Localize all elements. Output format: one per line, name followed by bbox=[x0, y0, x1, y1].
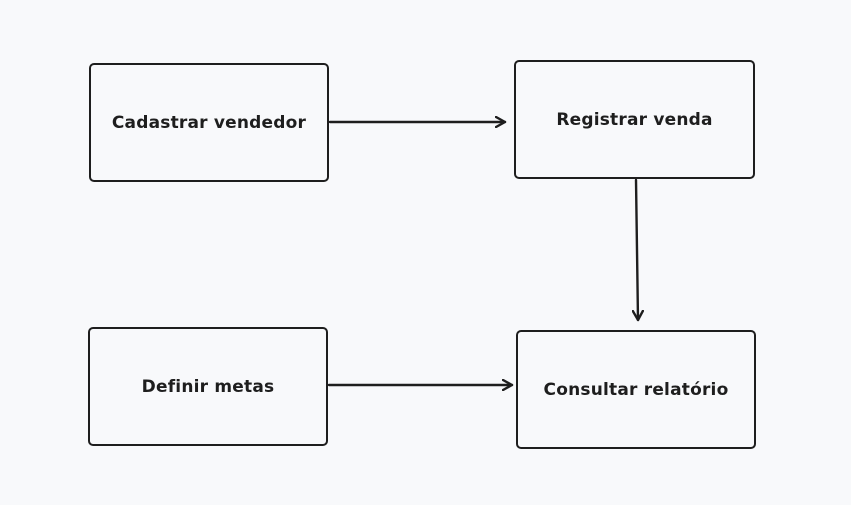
node-label: Consultar relatório bbox=[543, 379, 729, 400]
node-cadastrar-vendedor[interactable]: Cadastrar vendedor bbox=[89, 63, 329, 182]
node-label: Registrar venda bbox=[556, 109, 713, 130]
node-registrar-venda[interactable]: Registrar venda bbox=[514, 60, 755, 179]
node-label: Cadastrar vendedor bbox=[111, 112, 307, 133]
node-label: Definir metas bbox=[141, 376, 275, 397]
node-definir-metas[interactable]: Definir metas bbox=[88, 327, 328, 446]
edge-registrar-to-consultar bbox=[636, 178, 638, 322]
node-consultar-relatorio[interactable]: Consultar relatório bbox=[516, 330, 756, 449]
